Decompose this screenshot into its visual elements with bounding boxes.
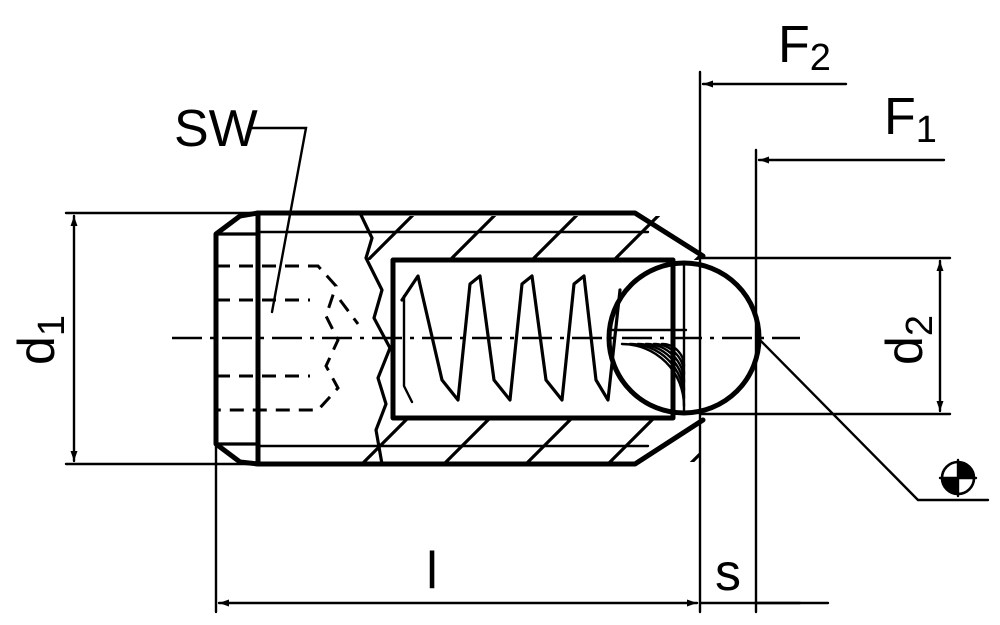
- projection-leader-line: [756, 336, 990, 502]
- spring-end-left: [402, 294, 414, 404]
- section-hatching: [361, 216, 700, 462]
- f1-label: F1: [884, 88, 937, 151]
- length-label: l: [426, 542, 438, 600]
- plunger-body: [213, 210, 706, 467]
- compression-spring: [400, 274, 622, 402]
- dimension-d2: [698, 256, 952, 416]
- sw-label: SW: [174, 100, 258, 158]
- sw-leader-line: [250, 126, 308, 314]
- stroke-label: s: [715, 544, 741, 602]
- break-line: [358, 211, 392, 466]
- hex-socket-hidden: [216, 264, 360, 412]
- d2-label: d2: [876, 315, 941, 365]
- f2-label: F2: [778, 16, 831, 79]
- dimension-length: [214, 70, 830, 614]
- dimension-d1: [64, 211, 260, 466]
- first-angle-projection-icon: [938, 458, 978, 498]
- d1-label: d1: [8, 315, 73, 365]
